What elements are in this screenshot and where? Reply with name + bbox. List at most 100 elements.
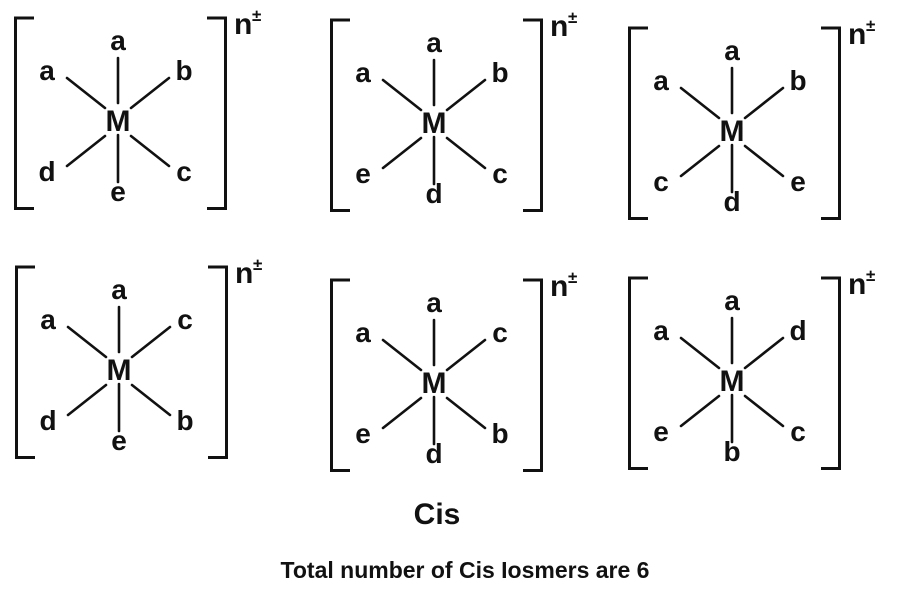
complex-structure-svg: M a a c d e b n ± [15,255,262,459]
ligand-label-bottom: e [111,425,127,456]
ligand-label-bottom: b [723,436,740,467]
complex-structure-svg: M a a b d e c n ± [14,6,261,210]
ligand-label-lower-right: b [491,418,508,449]
right-bracket [523,278,543,472]
ligand-label-bottom: e [110,176,126,207]
ligand-label-lower-right: b [176,405,193,436]
charge-label: n [234,8,252,41]
ligand-label-top: a [426,287,442,318]
ligand-label-upper-right: b [175,55,192,86]
right-bracket [523,18,543,212]
bond-upper-left [679,86,721,120]
left-bracket [14,16,34,210]
ligand-label-top: a [426,27,442,58]
left-bracket [330,18,350,212]
ligand-label-lower-left: c [653,166,669,197]
charge-label: n [848,18,866,51]
right-bracket [821,276,841,470]
ligand-label-lower-right: c [790,416,806,447]
ligand-label-lower-left: d [39,405,56,436]
ligand-label-upper-right: b [491,57,508,88]
summary-caption: Total number of Cis Iosmers are 6 [280,557,650,583]
right-bracket [207,16,227,210]
ligand-label-upper-left: a [40,304,56,335]
bond-lower-left [381,396,423,430]
ligand-label-top: a [111,274,127,305]
complex-structure-svg: M a a d e b c n ± [628,266,875,470]
left-bracket [330,278,350,472]
octahedral-complex-1: M a a b d e c n ± [10,6,266,220]
ligand-label-upper-right: b [789,65,806,96]
ligand-label-bottom: d [425,178,442,209]
ligand-label-lower-left: d [38,156,55,187]
bond-lower-right [445,396,487,430]
bond-upper-left [679,336,721,370]
bond-upper-right [743,86,785,120]
octahedral-complex-5: M a a c e d b n ± [326,268,582,482]
complex-structure-svg: M a a c e d b n ± [330,268,577,472]
ligand-label-top: a [724,35,740,66]
metal-label: M [720,115,745,148]
charge-superscript: ± [252,8,261,25]
bond-lower-left [66,383,108,417]
right-bracket [821,26,841,220]
bond-lower-left [65,134,107,168]
ligand-label-bottom: d [425,438,442,469]
ligand-label-upper-right: d [789,315,806,346]
ligand-label-upper-left: a [355,57,371,88]
ligand-label-lower-right: e [790,166,806,197]
bond-lower-left [679,144,721,178]
left-bracket [15,265,35,459]
complex-structure-svg: M a a b e d c n ± [330,8,577,212]
bond-upper-right [130,325,172,359]
bond-upper-right [129,76,171,110]
charge-superscript: ± [568,10,577,27]
bond-lower-right [129,134,171,168]
ligand-label-bottom: d [723,186,740,217]
metal-label: M [107,354,132,387]
ligand-label-upper-right: c [177,304,193,335]
charge-label: n [550,270,568,303]
metal-label: M [422,367,447,400]
left-bracket [628,26,648,220]
charge-superscript: ± [866,268,875,285]
ligand-label-upper-left: a [653,65,669,96]
metal-label: M [106,105,131,138]
charge-superscript: ± [568,270,577,287]
ligand-label-lower-right: c [492,158,508,189]
octahedral-complex-4: M a a c d e b n ± [11,255,267,469]
metal-label: M [422,107,447,140]
ligand-label-upper-left: a [355,317,371,348]
ligand-label-lower-left: e [355,418,371,449]
ligand-label-upper-left: a [39,55,55,86]
bond-upper-left [381,338,423,372]
ligand-label-lower-left: e [355,158,371,189]
bond-lower-right [445,136,487,170]
bond-upper-left [65,76,107,110]
ligand-label-lower-left: e [653,416,669,447]
bond-upper-left [66,325,108,359]
charge-superscript: ± [866,18,875,35]
left-bracket [628,276,648,470]
right-bracket [208,265,228,459]
octahedral-complex-2: M a a b e d c n ± [326,8,582,222]
group-caption: Cis [413,498,461,531]
bond-upper-left [381,78,423,112]
bond-lower-right [130,383,172,417]
charge-label: n [550,10,568,43]
bond-lower-left [381,136,423,170]
bond-upper-right [445,78,487,112]
ligand-label-upper-left: a [653,315,669,346]
charge-label: n [235,257,253,290]
bond-lower-right [743,394,785,428]
ligand-label-top: a [110,25,126,56]
bond-lower-left [679,394,721,428]
ligand-label-upper-right: c [492,317,508,348]
bond-lower-right [743,144,785,178]
octahedral-complex-3: M a a b c d e n ± [624,16,880,230]
bond-upper-right [445,338,487,372]
bond-upper-right [743,336,785,370]
charge-superscript: ± [253,257,262,274]
ligand-label-top: a [724,285,740,316]
